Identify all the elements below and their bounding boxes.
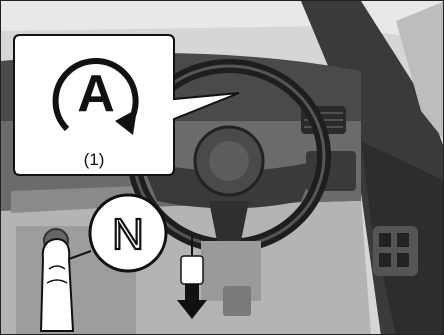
neutral-gear-icon: N	[90, 195, 166, 271]
hand-on-shift-lever	[41, 239, 73, 331]
auto-hold-letter: A	[77, 65, 115, 123]
accelerator-pedal	[223, 286, 251, 316]
gear-letter: N	[112, 210, 144, 259]
callout-label: (1)	[59, 150, 129, 170]
